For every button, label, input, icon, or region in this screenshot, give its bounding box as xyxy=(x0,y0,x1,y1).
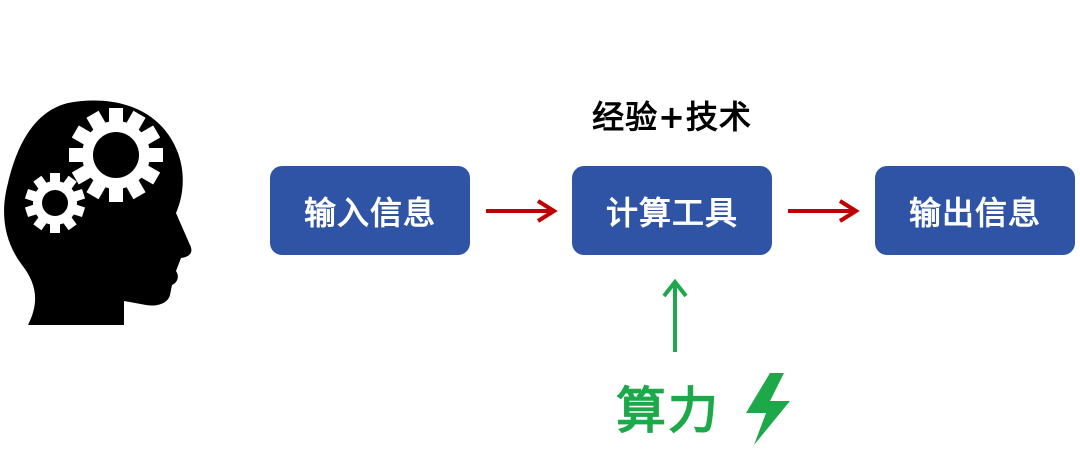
arrow-power-to-tool xyxy=(662,278,688,352)
lightning-bolt-icon xyxy=(746,373,790,445)
arrow-tool-to-output xyxy=(788,199,860,223)
experience-technology-label: 经验+技术 xyxy=(592,98,752,136)
arrow-input-to-tool xyxy=(486,199,558,223)
head-with-gears-icon xyxy=(4,100,192,325)
output-info-box: 输出信息 xyxy=(875,166,1075,255)
compute-power-label: 算力 xyxy=(616,382,720,440)
small-gear-icon xyxy=(24,173,86,233)
compute-tool-box: 计算工具 xyxy=(572,166,772,255)
large-gear-icon xyxy=(69,108,163,202)
input-info-box: 输入信息 xyxy=(270,166,470,255)
